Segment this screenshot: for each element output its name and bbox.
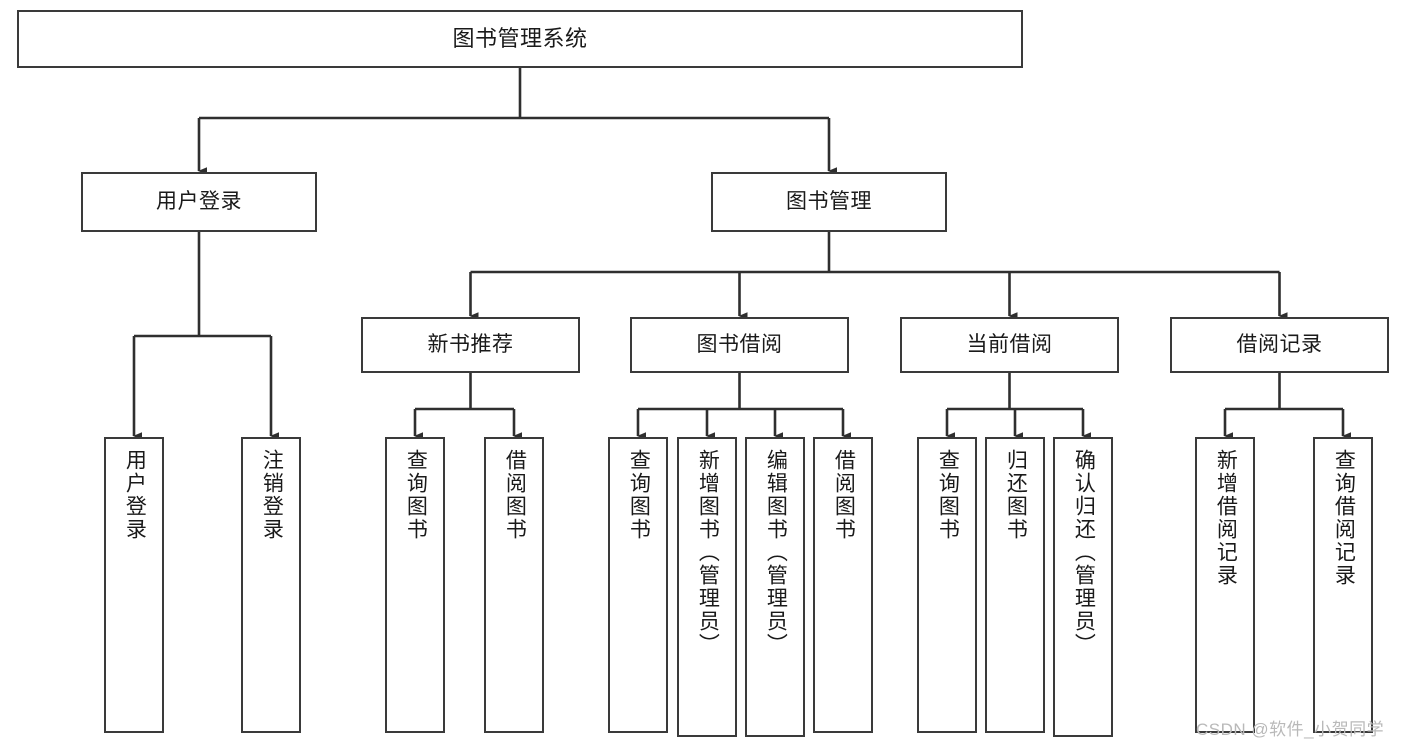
node-l2[interactable]: 注销登录 xyxy=(241,437,301,733)
node-label: 确认归还（管理员） xyxy=(1072,449,1096,656)
node-label: 用户登录 xyxy=(123,449,147,541)
node-newbook[interactable]: 新书推荐 xyxy=(361,317,580,373)
node-l13[interactable]: 查询借阅记录 xyxy=(1313,437,1373,733)
node-label: 借阅图书 xyxy=(503,449,527,541)
node-label: 注销登录 xyxy=(260,449,284,541)
node-root[interactable]: 图书管理系统 xyxy=(17,10,1023,68)
node-borrow[interactable]: 图书借阅 xyxy=(630,317,849,373)
node-label: 查询图书 xyxy=(404,449,428,541)
node-label: 借阅记录 xyxy=(1236,332,1323,356)
node-label: 图书管理 xyxy=(786,189,872,213)
node-l6[interactable]: 新增图书（管理员） xyxy=(677,437,737,737)
node-label: 图书管理系统 xyxy=(452,26,588,52)
node-l8[interactable]: 借阅图书 xyxy=(813,437,873,733)
node-label: 用户登录 xyxy=(156,189,242,213)
node-bookmgmt[interactable]: 图书管理 xyxy=(711,172,947,232)
node-label: 编辑图书（管理员） xyxy=(764,449,788,656)
node-l11[interactable]: 确认归还（管理员） xyxy=(1053,437,1113,737)
node-current[interactable]: 当前借阅 xyxy=(900,317,1119,373)
node-label: 当前借阅 xyxy=(966,332,1053,356)
node-l10[interactable]: 归还图书 xyxy=(985,437,1045,733)
node-l1[interactable]: 用户登录 xyxy=(104,437,164,733)
node-label: 归还图书 xyxy=(1004,449,1028,541)
node-l4[interactable]: 借阅图书 xyxy=(484,437,544,733)
node-label: 查询借阅记录 xyxy=(1332,449,1356,587)
node-label: 新增借阅记录 xyxy=(1214,449,1238,587)
node-records[interactable]: 借阅记录 xyxy=(1170,317,1389,373)
node-label: 查询图书 xyxy=(627,449,651,541)
node-label: 图书借阅 xyxy=(696,332,783,356)
node-label: 新增图书（管理员） xyxy=(696,449,720,656)
node-l5[interactable]: 查询图书 xyxy=(608,437,668,733)
node-l3[interactable]: 查询图书 xyxy=(385,437,445,733)
node-label: 新书推荐 xyxy=(427,332,514,356)
node-l9[interactable]: 查询图书 xyxy=(917,437,977,733)
node-login[interactable]: 用户登录 xyxy=(81,172,317,232)
node-label: 借阅图书 xyxy=(832,449,856,541)
node-l7[interactable]: 编辑图书（管理员） xyxy=(745,437,805,737)
node-l12[interactable]: 新增借阅记录 xyxy=(1195,437,1255,733)
node-label: 查询图书 xyxy=(936,449,960,541)
